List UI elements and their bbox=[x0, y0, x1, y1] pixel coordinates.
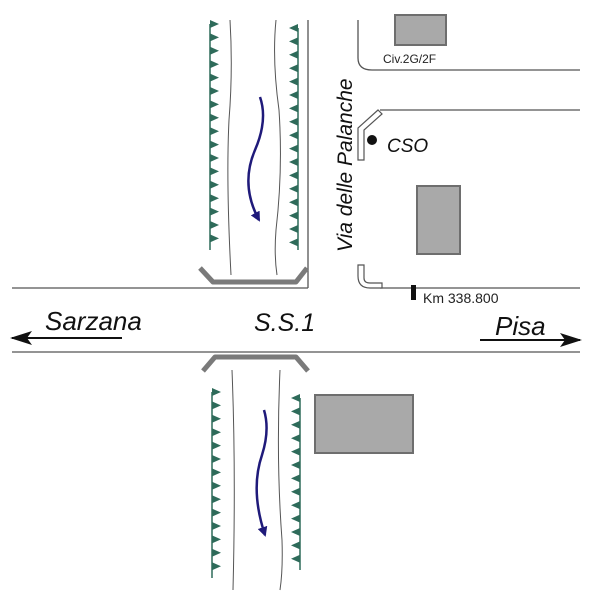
bank-tooth bbox=[289, 37, 298, 46]
bank-tooth bbox=[291, 541, 300, 550]
bank-tooth bbox=[212, 495, 221, 504]
bank-tooth bbox=[212, 535, 221, 544]
bank-tooth bbox=[212, 401, 221, 410]
destination-pisa: Pisa bbox=[495, 311, 546, 341]
bank-tooth bbox=[212, 455, 221, 463]
bank-tooth bbox=[289, 184, 298, 193]
bank-tooth bbox=[291, 407, 300, 416]
bank-tooth bbox=[210, 127, 219, 136]
bank-tooth bbox=[210, 194, 219, 203]
house-number-label: Civ.2G/2F bbox=[383, 52, 436, 66]
bank-tooth bbox=[289, 104, 298, 113]
bank-tooth bbox=[210, 234, 219, 243]
bank-tooth bbox=[289, 238, 298, 247]
bank-tooth bbox=[210, 167, 219, 176]
bank-tooth bbox=[291, 474, 300, 483]
building-middle bbox=[416, 185, 461, 255]
bank-tooth bbox=[289, 77, 298, 86]
bank-tooth bbox=[212, 508, 221, 517]
bank-tooth bbox=[212, 522, 221, 530]
bank-tooth bbox=[210, 87, 219, 95]
bank-tooth bbox=[289, 198, 298, 207]
bank-tooth bbox=[289, 91, 298, 99]
river-channel bbox=[227, 19, 283, 591]
bank-tooth bbox=[210, 60, 219, 69]
bank-tooth bbox=[291, 447, 300, 456]
bank-tooth bbox=[291, 461, 300, 469]
bank-tooth bbox=[212, 468, 221, 477]
bank-tooth bbox=[291, 554, 300, 563]
bank-tooth bbox=[291, 514, 300, 523]
building-civ-2g-2f bbox=[394, 14, 447, 46]
bridge-north bbox=[198, 266, 309, 285]
bank-tooth bbox=[289, 158, 298, 166]
bank-tooth bbox=[212, 388, 221, 396]
bank-tooth bbox=[212, 441, 221, 450]
bank-tooth bbox=[289, 117, 298, 126]
bank-tooth bbox=[289, 64, 298, 73]
bank-tooth bbox=[289, 211, 298, 220]
bank-tooth bbox=[210, 20, 219, 28]
cso-curb bbox=[357, 109, 383, 161]
destination-sarzana: Sarzana bbox=[45, 306, 142, 336]
bank-tooth bbox=[210, 140, 219, 149]
bank-tooth bbox=[210, 46, 219, 55]
bank-tooth bbox=[289, 225, 298, 233]
bank-tooth bbox=[212, 548, 221, 557]
bank-tooth bbox=[289, 24, 298, 32]
bank-tooth bbox=[291, 434, 300, 443]
corner-curb bbox=[357, 264, 383, 289]
street-label-via-delle-palanche: Via delle Palanche bbox=[334, 78, 357, 252]
bank-tooth bbox=[291, 501, 300, 510]
bank-tooth bbox=[210, 73, 219, 82]
bank-tooth bbox=[289, 144, 298, 153]
river-banks bbox=[209, 20, 301, 578]
km-marker-icon bbox=[411, 285, 416, 300]
bridge-south bbox=[201, 354, 310, 373]
bank-tooth bbox=[212, 428, 221, 437]
bank-tooth bbox=[289, 131, 298, 140]
bank-tooth bbox=[210, 154, 219, 162]
bank-tooth bbox=[210, 221, 219, 229]
bank-tooth bbox=[210, 33, 219, 42]
via-delle-palanche-road bbox=[307, 20, 580, 288]
bank-tooth bbox=[210, 100, 219, 109]
bank-tooth bbox=[289, 50, 298, 59]
building-south bbox=[314, 394, 414, 454]
bank-tooth bbox=[210, 207, 219, 216]
bank-tooth bbox=[291, 420, 300, 429]
km-marker-label: Km 338.800 bbox=[423, 290, 499, 306]
bank-tooth bbox=[212, 562, 221, 571]
bank-tooth bbox=[210, 180, 219, 189]
bank-tooth bbox=[212, 481, 221, 490]
bank-tooth bbox=[291, 394, 300, 402]
flow-arrow-icon bbox=[247, 96, 265, 222]
bank-tooth bbox=[291, 528, 300, 536]
flow-arrow-icon bbox=[255, 409, 268, 537]
cso-point-icon bbox=[367, 135, 377, 145]
bank-tooth bbox=[212, 414, 221, 423]
bank-tooth bbox=[291, 487, 300, 496]
road-label-ss1: S.S.1 bbox=[254, 309, 315, 337]
bank-tooth bbox=[210, 113, 219, 122]
cso-label: CSO bbox=[387, 136, 428, 157]
bank-tooth bbox=[289, 171, 298, 180]
